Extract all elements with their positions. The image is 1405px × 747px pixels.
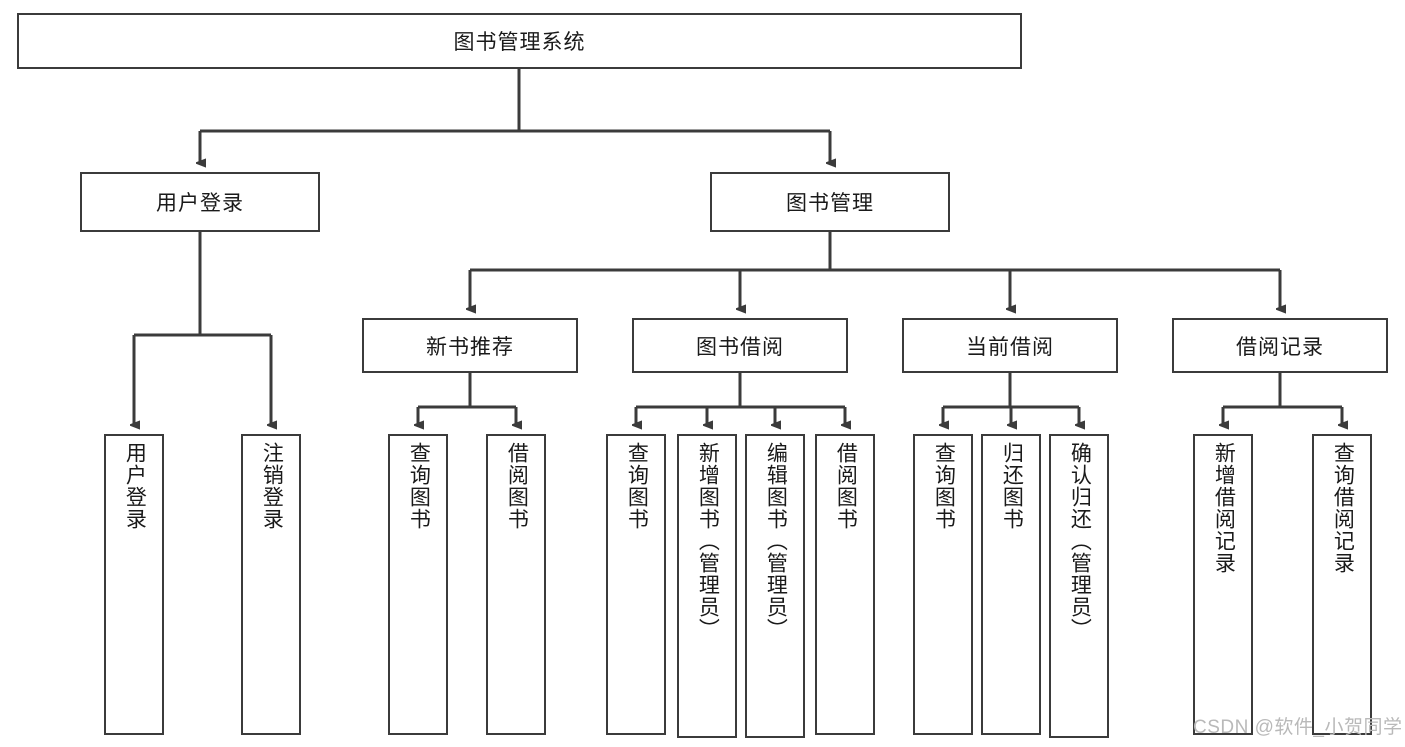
leaf-current-confirm-return[interactable]: 确认归还（管理员）: [1049, 434, 1109, 738]
node-user-login-label: 用户登录: [156, 192, 244, 215]
leaf-newbook-borrow-book[interactable]: 借阅图书: [486, 434, 546, 735]
node-current-borrow[interactable]: 当前借阅: [902, 318, 1118, 373]
leaf-borrow-query-book[interactable]: 查询图书: [606, 434, 666, 735]
leaf-current-return-book-label: 归还图书: [1000, 442, 1024, 530]
node-book-borrow[interactable]: 图书借阅: [632, 318, 848, 373]
leaf-borrow-edit-book[interactable]: 编辑图书（管理员）: [745, 434, 805, 738]
leaf-record-query-record[interactable]: 查询借阅记录: [1312, 434, 1372, 735]
leaf-record-add-record-label: 新增借阅记录: [1212, 442, 1236, 574]
node-borrow-record[interactable]: 借阅记录: [1172, 318, 1388, 373]
csdn-watermark: CSDN @软件_小贺同学: [1193, 717, 1403, 738]
leaf-newbook-query-book[interactable]: 查询图书: [388, 434, 448, 735]
leaf-borrow-borrow-book[interactable]: 借阅图书: [815, 434, 875, 735]
leaf-newbook-borrow-book-label: 借阅图书: [505, 442, 529, 530]
leaf-borrow-edit-book-label: 编辑图书（管理员）: [764, 442, 788, 640]
node-root[interactable]: 图书管理系统: [17, 13, 1022, 69]
node-borrow-record-label: 借阅记录: [1236, 335, 1324, 359]
node-book-manage-label: 图书管理: [786, 192, 874, 215]
leaf-borrow-borrow-book-label: 借阅图书: [834, 442, 858, 530]
node-new-book-recommend-label: 新书推荐: [426, 335, 514, 359]
leaf-newbook-query-book-label: 查询图书: [407, 442, 431, 530]
node-current-borrow-label: 当前借阅: [966, 335, 1054, 359]
leaf-user-login-label: 用户登录: [123, 442, 147, 530]
leaf-record-query-record-label: 查询借阅记录: [1331, 442, 1355, 574]
node-book-borrow-label: 图书借阅: [696, 335, 784, 359]
leaf-borrow-query-book-label: 查询图书: [625, 442, 649, 530]
leaf-current-query-book[interactable]: 查询图书: [913, 434, 973, 735]
leaf-user-login[interactable]: 用户登录: [104, 434, 164, 735]
leaf-current-return-book[interactable]: 归还图书: [981, 434, 1041, 735]
node-user-login[interactable]: 用户登录: [80, 172, 320, 232]
leaf-borrow-add-book-label: 新增图书（管理员）: [696, 442, 720, 640]
leaf-current-confirm-return-label: 确认归还（管理员）: [1068, 442, 1092, 640]
leaf-borrow-add-book[interactable]: 新增图书（管理员）: [677, 434, 737, 738]
node-root-label: 图书管理系统: [453, 31, 586, 54]
leaf-current-query-book-label: 查询图书: [932, 442, 956, 530]
node-new-book-recommend[interactable]: 新书推荐: [362, 318, 578, 373]
node-book-manage[interactable]: 图书管理: [710, 172, 950, 232]
leaf-record-add-record[interactable]: 新增借阅记录: [1193, 434, 1253, 735]
leaf-user-logout-label: 注销登录: [260, 442, 284, 530]
leaf-user-logout[interactable]: 注销登录: [241, 434, 301, 735]
